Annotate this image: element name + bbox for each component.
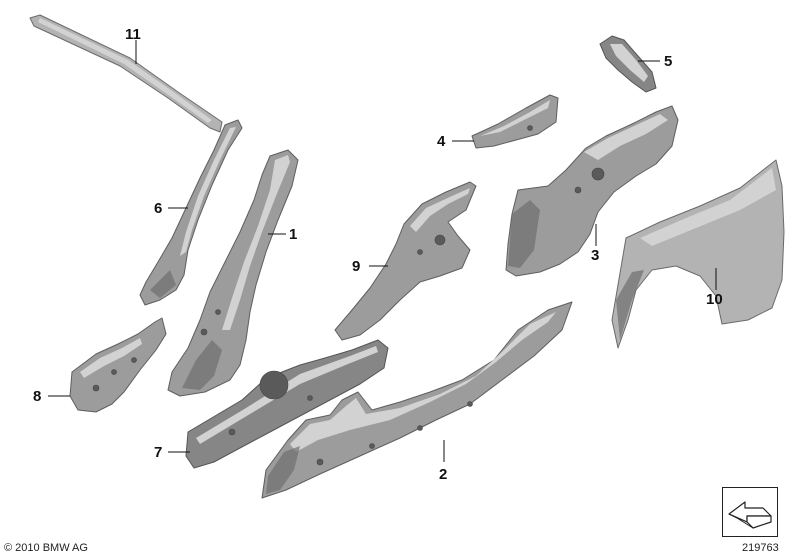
arrow-icon	[728, 501, 772, 529]
part-5-bracket[interactable]	[599, 35, 657, 93]
callout-8: 8	[33, 388, 41, 405]
callout-3: 3	[591, 247, 599, 264]
part-8-bracket[interactable]	[69, 317, 167, 413]
callout-11: 11	[125, 26, 141, 43]
navigation-arrow-button[interactable]	[722, 487, 778, 537]
callout-4: 4	[437, 133, 446, 150]
part-2-side-sill[interactable]	[261, 301, 573, 499]
part-3-wheelhouse[interactable]	[505, 105, 679, 277]
part-9-bracket[interactable]	[334, 181, 477, 341]
callouts: 11 6 1 9 4 5 3 10 2 7 8	[33, 26, 723, 483]
leader-lines	[48, 40, 717, 462]
diagram-id: 219763	[742, 542, 779, 554]
callout-5: 5	[664, 53, 672, 70]
callout-9: 9	[352, 258, 360, 275]
callout-10: 10	[706, 291, 723, 308]
copyright-text: © 2010 BMW AG	[4, 542, 88, 554]
callout-6: 6	[154, 200, 162, 217]
callout-1: 1	[289, 226, 297, 243]
part-1-pillar[interactable]	[167, 149, 299, 397]
part-11-roof-rail[interactable]	[29, 14, 223, 133]
part-10-side-panel[interactable]	[611, 159, 785, 349]
callout-2: 2	[439, 466, 447, 483]
callout-7: 7	[154, 444, 162, 461]
part-7-sill-inner[interactable]	[185, 339, 389, 469]
part-4-bracket[interactable]	[471, 94, 559, 149]
